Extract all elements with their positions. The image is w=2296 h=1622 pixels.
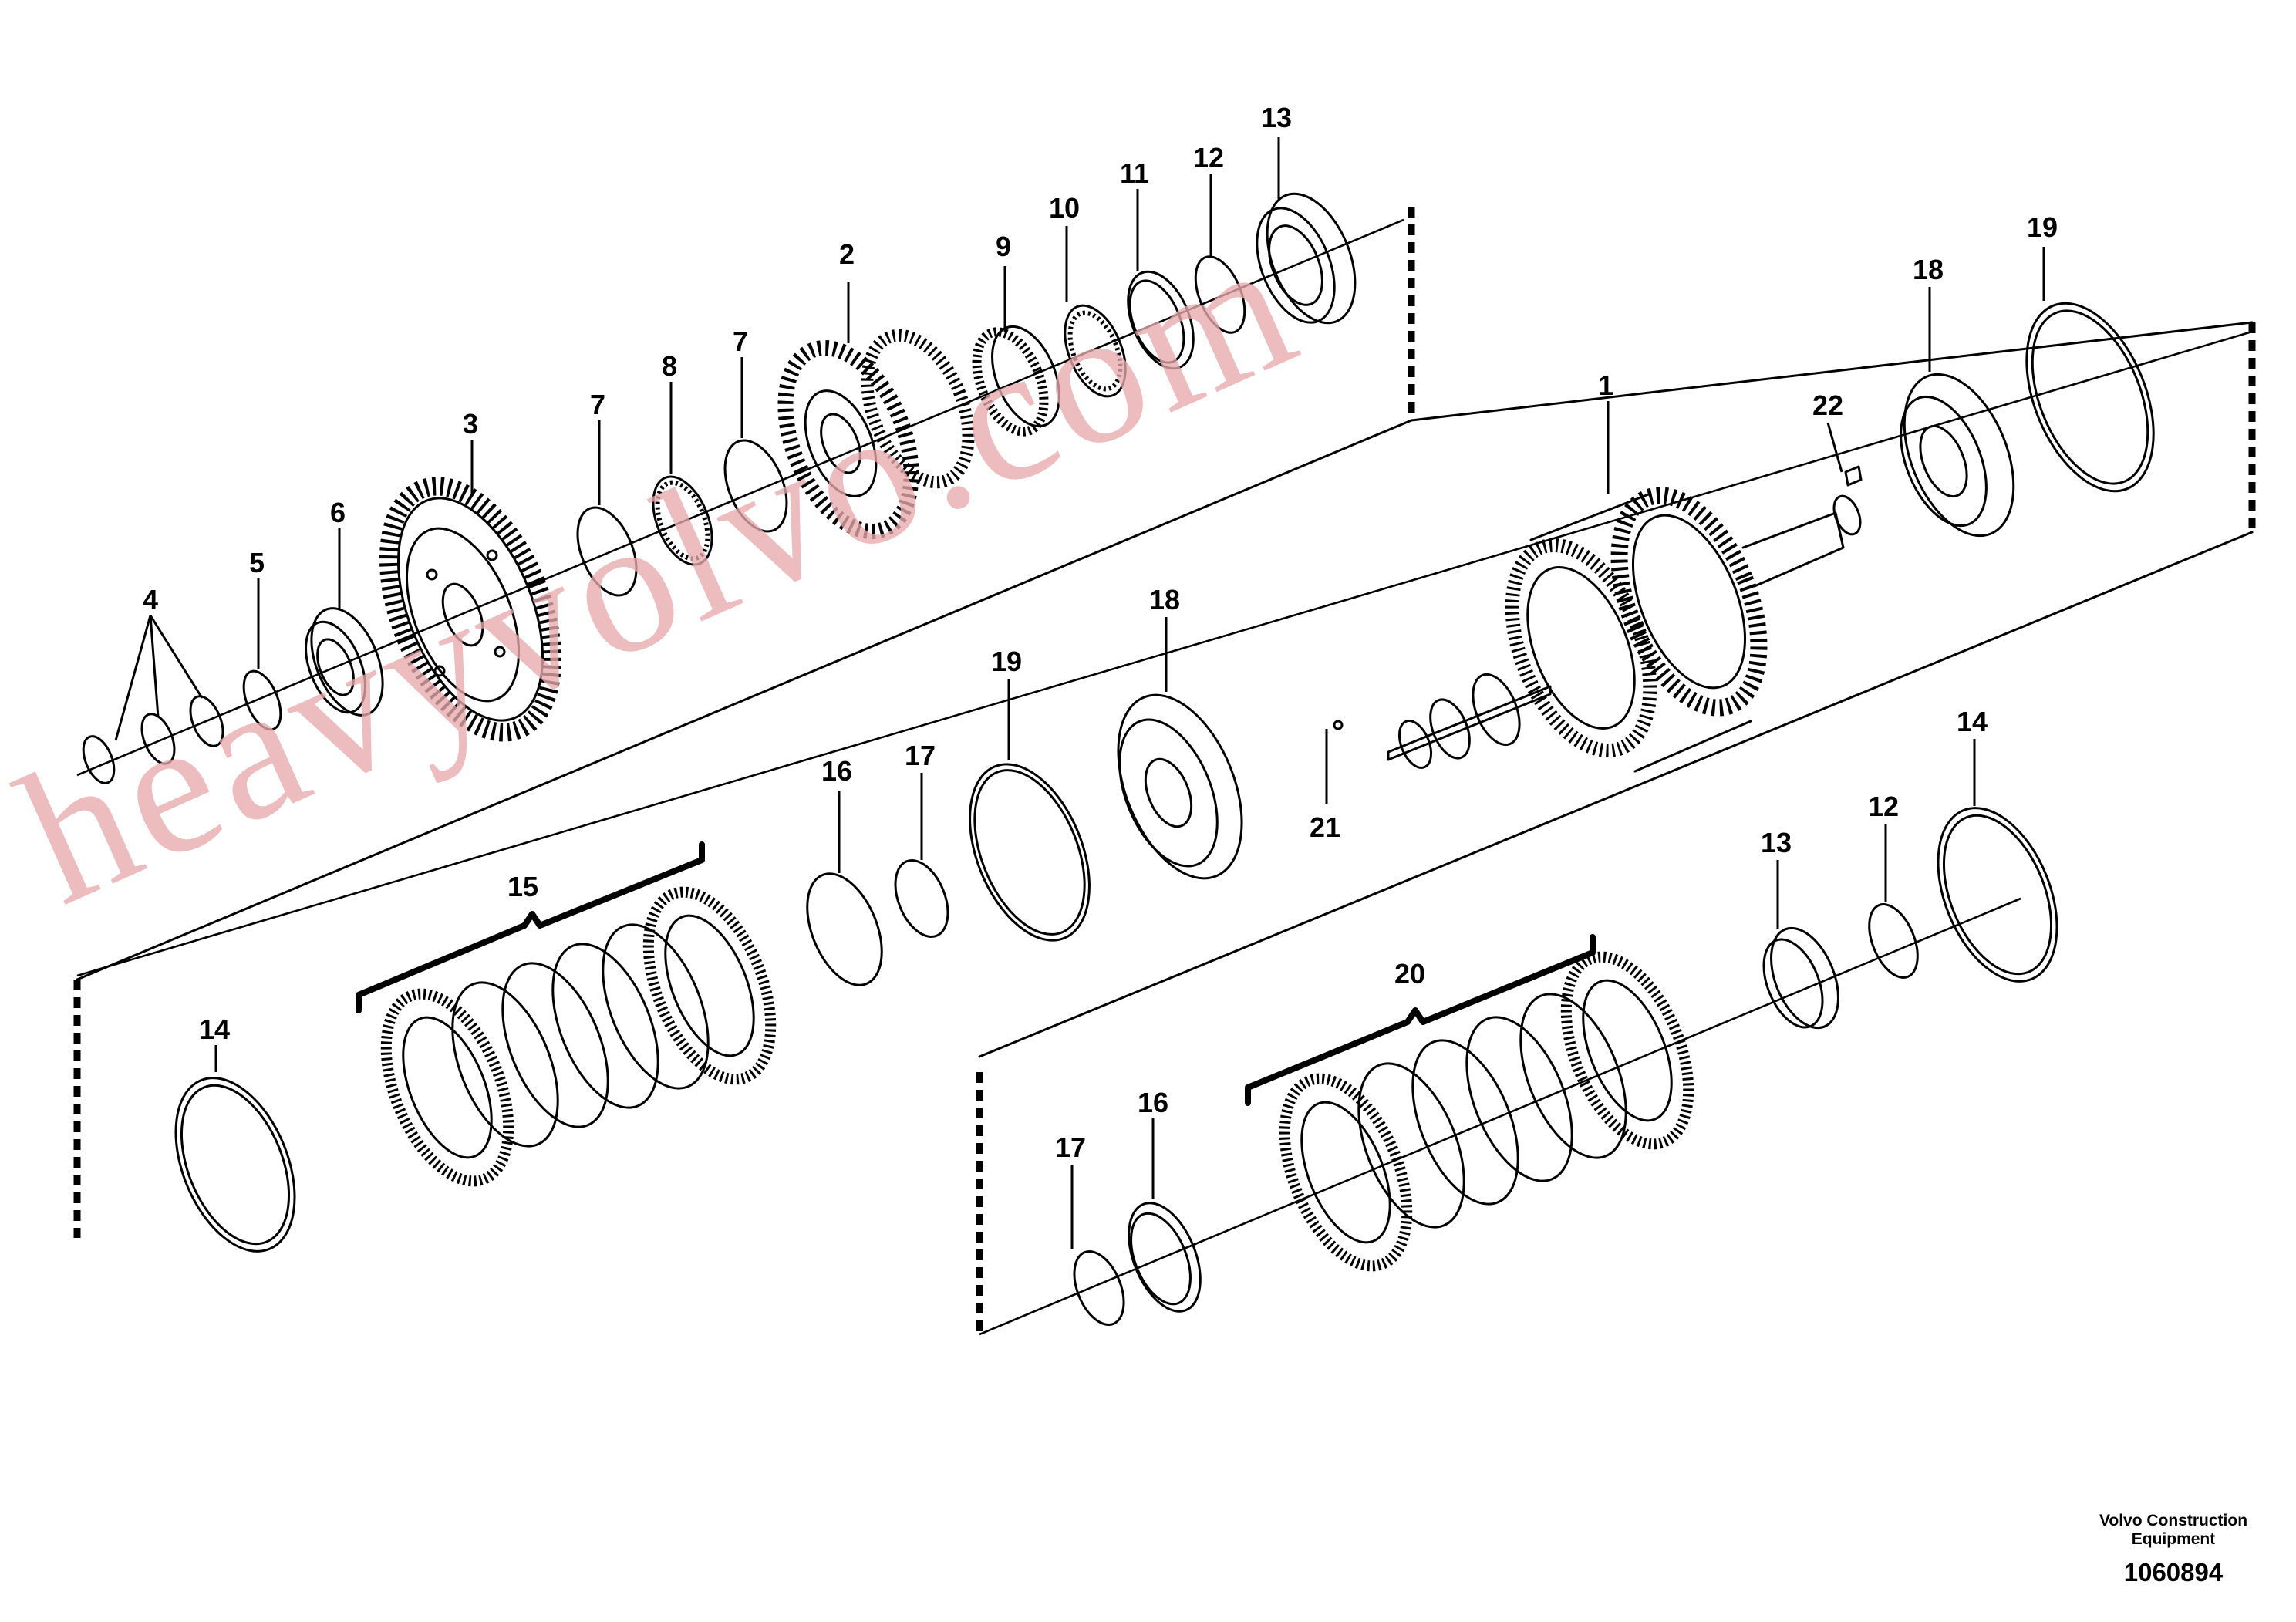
snap-ring-12 xyxy=(1194,255,1246,334)
callout-8: 8 xyxy=(662,350,677,382)
thrust-washer-7a xyxy=(576,506,638,597)
upper-panel-edge xyxy=(76,419,1413,981)
company-line-1: Volvo Construction xyxy=(2099,1512,2247,1529)
callout-18-mid: 18 xyxy=(1149,584,1180,615)
bearing-cup-13 xyxy=(1256,192,1357,325)
callout-3: 3 xyxy=(463,408,478,440)
clutch-shaft-1 xyxy=(1387,487,1862,773)
middle-panel xyxy=(76,302,2256,1253)
callout-15: 15 xyxy=(507,871,538,902)
ring-14-right xyxy=(1937,807,2058,983)
snap-ring-12-lower xyxy=(1868,903,1919,979)
watermark-text: heavyvolvo.com xyxy=(0,194,1327,946)
company-line-2: Equipment xyxy=(2132,1530,2216,1548)
ring-14-left xyxy=(174,1077,296,1253)
callout-7b: 7 xyxy=(733,325,748,357)
callout-12: 12 xyxy=(1193,142,1224,174)
callout-17-lower: 17 xyxy=(1055,1131,1086,1163)
callout-12-lower: 12 xyxy=(1868,791,1899,822)
footer: Volvo Construction Equipment 1060894 xyxy=(2099,1512,2247,1587)
bearing-cup-13-lower xyxy=(1762,926,1839,1030)
callout-11: 11 xyxy=(1120,157,1149,189)
leader-lines xyxy=(114,137,2045,1249)
clutch-pack-20 xyxy=(1245,934,1694,1272)
callout-17-mid: 17 xyxy=(905,740,936,771)
pin-22 xyxy=(1844,465,1863,487)
callout-16-lower: 16 xyxy=(1138,1087,1168,1118)
callout-19-mid: 19 xyxy=(991,646,1022,677)
callout-2: 2 xyxy=(839,238,855,270)
drawing-number: 1060894 xyxy=(2124,1558,2224,1587)
callout-labels: 1 2 3 4 5 6 7 7 8 9 10 11 12 13 18 19 22… xyxy=(143,102,2058,1163)
snap-ring-5 xyxy=(242,669,282,731)
synchronizer-9 xyxy=(972,325,1060,437)
seal-ring-17-lower xyxy=(1073,1249,1125,1327)
middle-panel-edge xyxy=(978,531,2254,1058)
callout-10: 10 xyxy=(1049,192,1080,224)
callout-7a: 7 xyxy=(590,389,605,420)
lower-panel xyxy=(976,807,2058,1336)
callout-13: 13 xyxy=(1261,102,1292,133)
piston-18-right xyxy=(1900,373,2015,538)
callout-20: 20 xyxy=(1394,958,1425,990)
callout-1: 1 xyxy=(1598,369,1613,401)
gear-3 xyxy=(379,477,562,742)
piston-ring-16-lower xyxy=(1128,1202,1202,1313)
lower-axis xyxy=(979,897,2021,1336)
piston-18 xyxy=(1117,693,1243,880)
upper-axis xyxy=(76,218,1404,777)
callout-19-right: 19 xyxy=(2027,211,2058,243)
callout-22: 22 xyxy=(1812,389,1843,421)
callout-9: 9 xyxy=(996,231,1011,262)
seal-ring-19 xyxy=(969,763,1091,942)
callout-18-right: 18 xyxy=(1913,254,1944,285)
piston-ring-16 xyxy=(806,872,883,986)
ball-bearing-6 xyxy=(305,607,384,717)
callout-6: 6 xyxy=(330,497,346,528)
seal-ring-17 xyxy=(894,858,949,939)
snap-ring-4 xyxy=(82,695,224,784)
seal-ring-19-right xyxy=(2025,302,2155,493)
callout-5: 5 xyxy=(249,547,265,578)
callout-16-mid: 16 xyxy=(821,755,852,787)
thrust-washer-7b xyxy=(723,439,788,533)
plug-21 xyxy=(1333,720,1344,730)
middle-axis xyxy=(76,330,2253,977)
thrust-washer-11 xyxy=(1127,270,1195,370)
callout-14-left: 14 xyxy=(199,1013,230,1045)
upper-panel xyxy=(73,192,1415,1238)
callout-14-right: 14 xyxy=(1957,706,1988,737)
callout-4: 4 xyxy=(143,584,158,615)
callout-21: 21 xyxy=(1310,811,1340,843)
callout-13-lower: 13 xyxy=(1761,827,1792,858)
gear-2 xyxy=(777,329,975,539)
needle-bearing-10 xyxy=(1064,304,1127,398)
clutch-pack-15 xyxy=(356,841,777,1187)
